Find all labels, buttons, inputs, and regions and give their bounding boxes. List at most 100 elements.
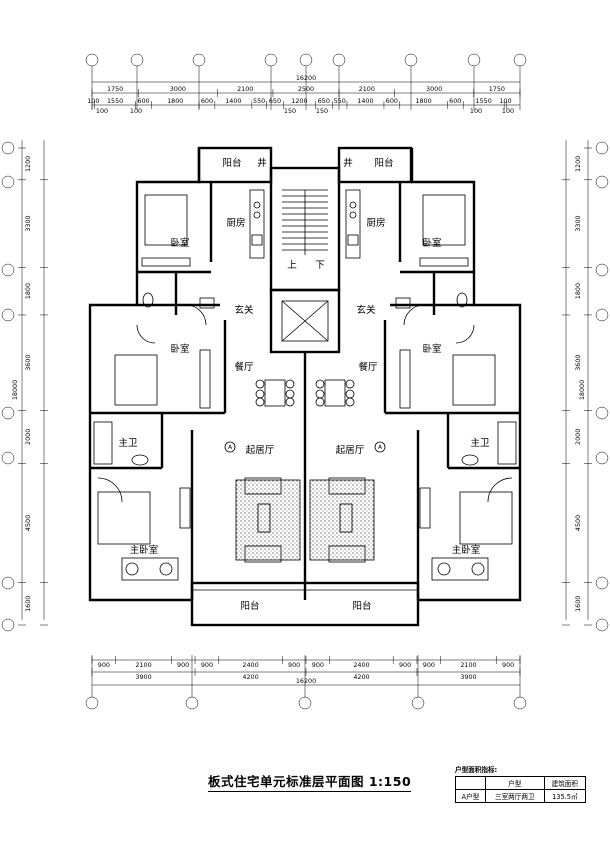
top-dimension-label: 3000 (426, 85, 442, 93)
label-shaft-right: 井 (343, 157, 353, 169)
right-dimension-label: 1200 (574, 156, 582, 172)
label-living-left: 起居厅 (246, 445, 275, 456)
left-dimension-label: 2000 (24, 429, 32, 445)
bottom-dimension-label: 2100 (460, 661, 476, 669)
grid-bubble (85, 696, 99, 710)
bottom-dimension-label: 900 (288, 661, 300, 669)
grid-bubble (595, 263, 609, 277)
grid-bubble (513, 53, 527, 67)
right-dimension-label: 1800 (574, 283, 582, 299)
right-total-dimension: 18000 (578, 380, 586, 400)
label-bedroom-left-mid: 卧室 (170, 343, 189, 355)
label-master-bath-left: 主卫 (118, 437, 138, 449)
grid-bubble (1, 175, 15, 189)
room-labels: 阳台 阳台 井 井 厨房 厨房 卧室 卧室 上 下 玄关 玄关 卧室 卧室 餐厅… (118, 157, 490, 612)
grid-bubble (1, 141, 15, 155)
grid-bubble (595, 308, 609, 322)
top-small-mark: 100 (130, 107, 142, 115)
label-balcony-bottom-right: 阳台 (352, 600, 371, 612)
label-master-bedroom-left: 主卧室 (130, 544, 159, 556)
grid-bubbles-right (595, 141, 609, 632)
bottom-dimension-label-axis: 3900 (135, 673, 151, 681)
top-small-mark: 150 (284, 107, 296, 115)
grid-bubble (404, 53, 418, 67)
label-kitchen-left: 厨房 (226, 217, 245, 229)
grid-bubble (332, 53, 346, 67)
label-master-bedroom-right: 主卧室 (452, 544, 481, 556)
grid-bubble (595, 175, 609, 189)
label-foyer-left: 玄关 (234, 304, 254, 316)
left-dimension-label: 1800 (24, 283, 32, 299)
label-balcony-top-right: 阳台 (374, 157, 393, 169)
top-dimension-label-detail: 650 (318, 97, 330, 105)
area-table-grid: 户型 建筑面积 A户型 三室两厅两卫 135.5㎡ (455, 776, 587, 803)
table-header-cell: 户型 (484, 776, 545, 790)
grid-bubble (595, 406, 609, 420)
top-dimension-label-detail: 600 (449, 97, 461, 105)
grid-bubble (1, 406, 15, 420)
top-dimension-label-detail: 100 (499, 97, 511, 105)
bottom-dimension-label: 900 (423, 661, 435, 669)
grid-bubble (1, 618, 15, 632)
grid-bubble (595, 576, 609, 590)
bottom-dimension-label: 900 (177, 661, 189, 669)
top-small-mark: 100 (502, 107, 514, 115)
grid-bubble (130, 53, 144, 67)
bottom-dimension-label-axis: 4200 (353, 673, 369, 681)
label-balcony-bottom-left: 阳台 (240, 600, 259, 612)
table-header-cell (455, 776, 486, 790)
right-dimension-label: 1600 (574, 596, 582, 612)
left-dimension-label: 4500 (24, 515, 32, 531)
right-dimension-label: 3300 (574, 215, 582, 231)
table-header-row: 户型 建筑面积 (455, 776, 587, 790)
top-dimension-label-detail: 600 (137, 97, 149, 105)
left-total-dimension: 18000 (11, 380, 19, 400)
top-dimension-label-detail: 1400 (357, 97, 373, 105)
building-walls (88, 146, 522, 627)
grid-bubble (411, 696, 425, 710)
grid-bubbles-left (1, 141, 15, 632)
table-row: A户型 三室两厅两卫 135.5㎡ (455, 789, 587, 803)
label-dining-right: 餐厅 (358, 361, 378, 373)
right-dimension-label: 3600 (574, 355, 582, 371)
grid-bubble (1, 576, 15, 590)
bottom-dimension-label-axis: 4200 (242, 673, 258, 681)
grid-bubble (1, 308, 15, 322)
grid-bubble (595, 618, 609, 632)
bottom-dimension-label: 2400 (242, 661, 258, 669)
label-balcony-top-left: 阳台 (222, 157, 241, 169)
bottom-dimension-label: 900 (201, 661, 213, 669)
top-dimension-label-detail: 1400 (225, 97, 241, 105)
grid-bubble (299, 53, 313, 67)
top-dimension-label-detail: 1550 (107, 97, 123, 105)
top-dimension-label-detail: 650 (269, 97, 281, 105)
grid-bubble (185, 696, 199, 710)
area-table-caption: 户型面积指标: (455, 766, 498, 774)
bottom-dimension-label: 2100 (135, 661, 151, 669)
top-small-mark: 100 (96, 107, 108, 115)
top-dimension-label: 2100 (237, 85, 253, 93)
table-cell: 135.5㎡ (543, 789, 587, 803)
grid-bubble (298, 696, 312, 710)
top-dimension-label-detail: 550 (334, 97, 346, 105)
left-dimension-label: 3600 (24, 355, 32, 371)
label-shaft-left: 井 (257, 157, 267, 169)
label-stair-up: 上 (287, 260, 297, 271)
left-dimension-label: 3300 (24, 215, 32, 231)
bottom-dimension-label: 900 (399, 661, 411, 669)
plan-details (93, 189, 517, 591)
grid-bubble (264, 53, 278, 67)
label-foyer-right: 玄关 (356, 304, 376, 316)
table-cell: 三室两厅两卫 (484, 789, 545, 803)
top-small-mark: 150 (316, 107, 328, 115)
bottom-dimension-label: 900 (312, 661, 324, 669)
top-dimension-label: 1750 (489, 85, 505, 93)
grid-bubble (192, 53, 206, 67)
grid-bubble (467, 53, 481, 67)
top-dimension-label-detail: 600 (201, 97, 213, 105)
